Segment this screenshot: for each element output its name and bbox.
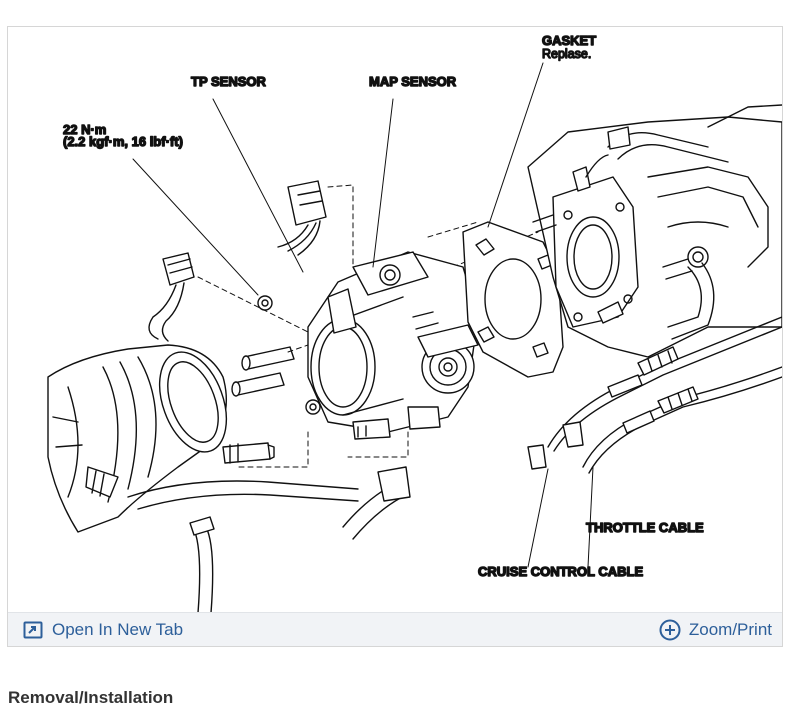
throttle-body: [307, 251, 479, 440]
throttle-body-diagram: 22 N·m (2.2 kgf·m, 16 lbf·ft) TP SENSOR …: [8, 27, 782, 613]
bottom-hoses: [127, 466, 411, 613]
open-new-tab-label: Open In New Tab: [52, 619, 184, 639]
tp-sensor-label: TP SENSOR: [191, 74, 267, 89]
plus-circle-icon: [659, 619, 681, 641]
gasket: [462, 221, 564, 378]
torque-spec-sublabel: (2.2 kgf·m, 16 lbf·ft): [63, 134, 183, 149]
throttle-cable-label: THROTTLE CABLE: [586, 520, 704, 535]
diagram-card: 22 N·m (2.2 kgf·m, 16 lbf·ft) TP SENSOR …: [7, 26, 783, 647]
intake-duct: [47, 344, 228, 533]
gasket-note: Replase.: [542, 47, 591, 61]
harness-connector-left: [148, 252, 195, 342]
tp-sensor-connector: [277, 180, 327, 256]
intake-manifold: [527, 104, 782, 358]
zoom-print-label: Zoom/Print: [688, 619, 772, 639]
cruise-control-cable-label: CRUISE CONTROL CABLE: [478, 564, 643, 579]
zoom-print-button[interactable]: Zoom/Print: [659, 619, 772, 641]
open-new-tab-button[interactable]: Open In New Tab: [22, 619, 183, 641]
figure-toolbar: Open In New Tab Zoom/Print: [8, 612, 782, 646]
gasket-label: GASKET: [542, 33, 596, 48]
mounting-bolts: [231, 295, 321, 415]
diagram-svg: 22 N·m (2.2 kgf·m, 16 lbf·ft) TP SENSOR …: [47, 32, 782, 613]
open-new-tab-icon: [22, 619, 44, 641]
map-sensor-label: MAP SENSOR: [369, 74, 457, 89]
coolant-fitting: [222, 442, 275, 464]
leader-lines: [132, 62, 594, 568]
section-heading: Removal/Installation: [8, 688, 174, 707]
cables: [527, 316, 782, 474]
torque-spec-label: 22 N·m: [63, 122, 106, 137]
